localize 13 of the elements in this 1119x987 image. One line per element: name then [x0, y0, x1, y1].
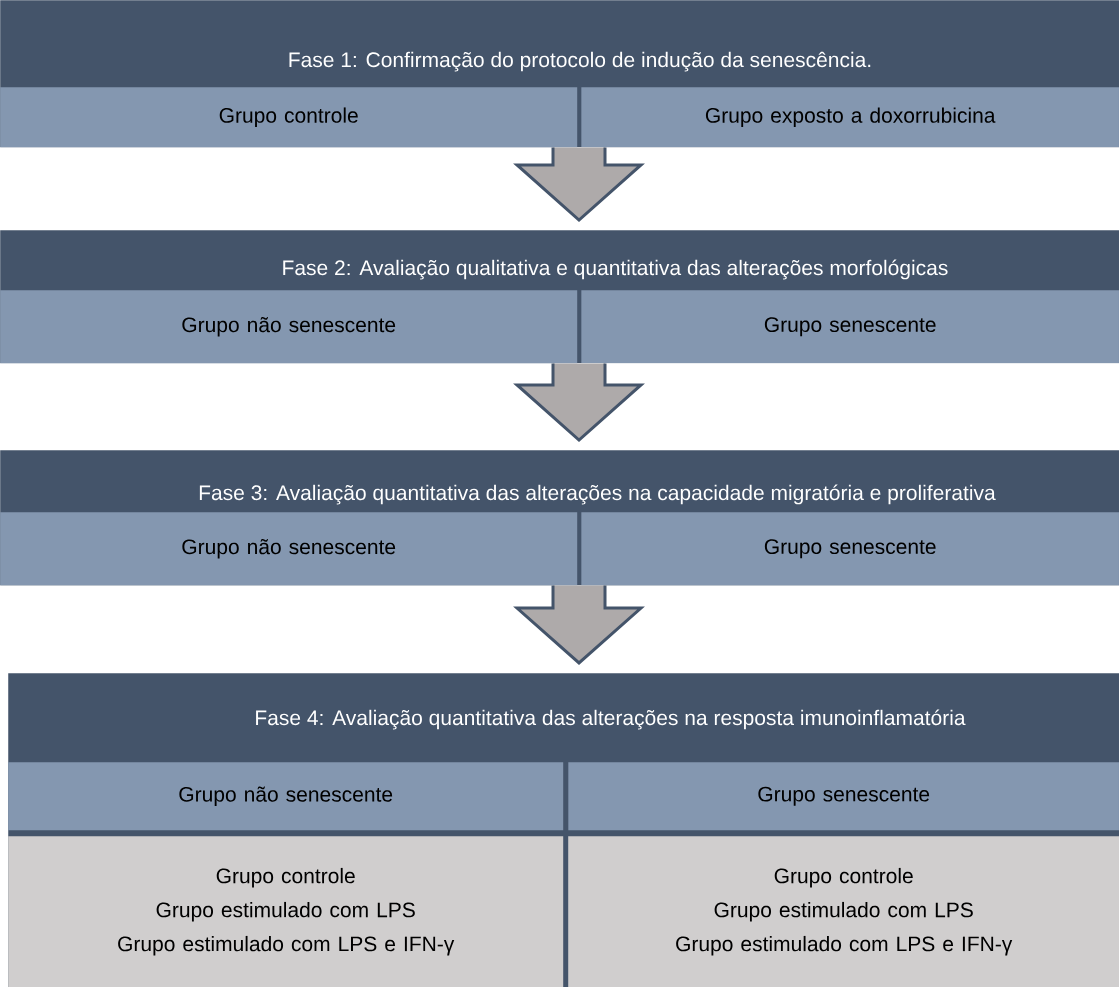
- group-cell: Grupo não senescente: [8, 762, 564, 831]
- group-cell: Grupo controle: [0, 87, 578, 148]
- group-cell: Grupo senescente: [581, 512, 1119, 586]
- block-arrow: [513, 145, 645, 222]
- block-arrow: [513, 361, 645, 442]
- group-list-box: Grupo controle Grupo estimulado com LPS Grupo estimulado com LPS e IFN-γ: [568, 836, 1119, 987]
- block-arrow: [513, 583, 645, 665]
- group-cell: Grupo não senescente: [0, 290, 578, 364]
- group-cell: Grupo senescente: [568, 762, 1119, 831]
- group-cell: Grupo senescente: [581, 290, 1119, 364]
- group-cell: Grupo não senescente: [0, 512, 578, 586]
- group-cell: Grupo exposto a doxorrubicina: [581, 87, 1119, 148]
- group-list-box: Grupo controle Grupo estimulado com LPS Grupo estimulado com LPS e IFN-γ: [8, 836, 564, 987]
